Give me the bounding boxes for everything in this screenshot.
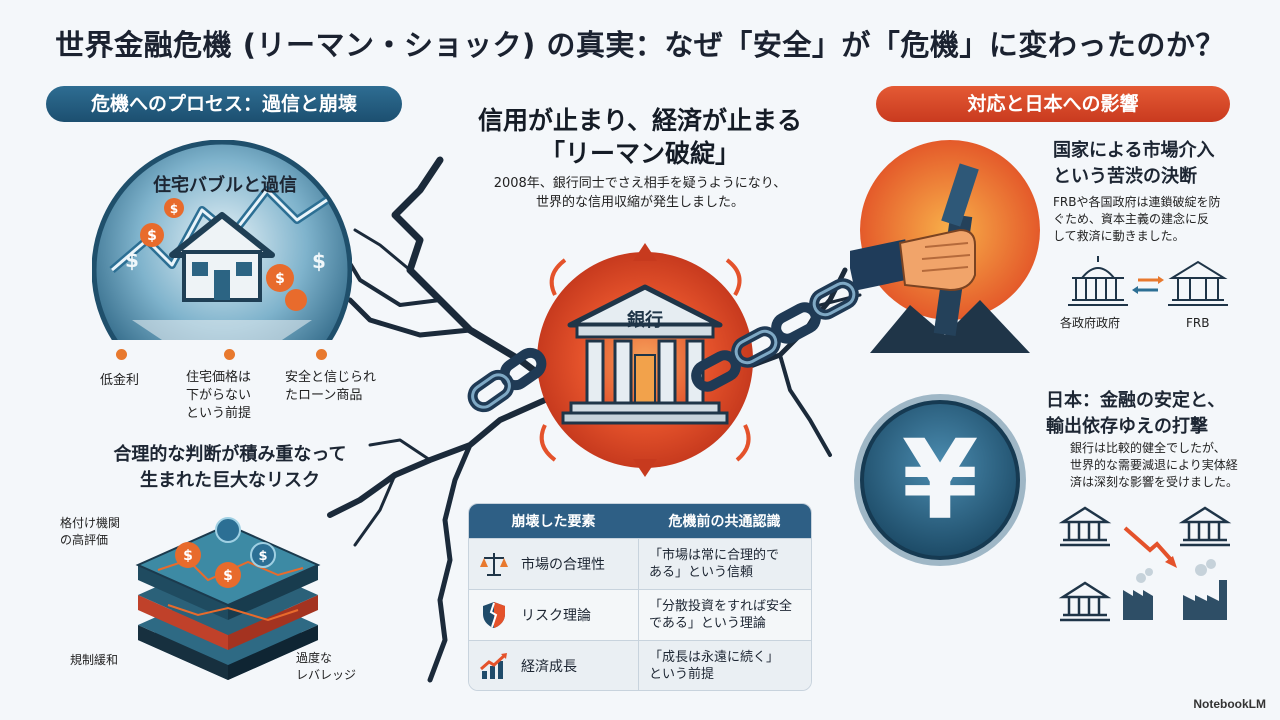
table-cell-element-text: 経済成長 bbox=[521, 659, 577, 675]
risk-label-rating-line-2: の高評価 bbox=[60, 533, 109, 547]
government-label: 各政府政府 bbox=[1060, 316, 1121, 330]
svg-text:$: $ bbox=[312, 249, 326, 273]
table-cell-belief: 「市場は常に合理的で ある」という信頼 bbox=[639, 539, 811, 589]
center-heading: 信用が止まり、経済が止まる 「リーマン破綻」 bbox=[430, 104, 850, 170]
svg-text:$: $ bbox=[170, 202, 178, 216]
bank-label: 銀行 bbox=[627, 310, 663, 331]
intervention-heading-line-2: という苦渋の決断 bbox=[1053, 166, 1197, 187]
japan-heading-line-1: 日本：金融の安定と、 bbox=[1046, 390, 1226, 411]
risk-label-rating: 格付け機関 の高評価 bbox=[60, 515, 120, 549]
table-header-element: 崩壊した要素 bbox=[511, 514, 596, 530]
risk-label-leverage-line-1: 過度な bbox=[296, 651, 333, 665]
table-header: 崩壊した要素 危機前の共通認識 bbox=[469, 504, 811, 538]
table-cell-element-text: リスク理論 bbox=[521, 608, 591, 624]
growth-chart-icon bbox=[480, 653, 507, 679]
belief-line-1: 「市場は常に合理的で bbox=[649, 548, 780, 563]
yen-coin-illustration bbox=[854, 394, 1026, 566]
belief-line-2: という前提 bbox=[649, 667, 715, 682]
factor-dot-1 bbox=[116, 349, 127, 360]
svg-text:$: $ bbox=[258, 549, 267, 564]
table-cell-belief: 「分散投資をすれば安全 である」という理論 bbox=[639, 590, 811, 640]
page-title: 世界金融危機 (リーマン・ショック) の真実：なぜ「安全」が「危機」に変わったの… bbox=[55, 28, 1225, 62]
svg-text:$: $ bbox=[223, 568, 233, 584]
table-header-belief: 危機前の共通認識 bbox=[668, 514, 781, 530]
japan-description-line-1: 銀行は比較的健全でしたが、 bbox=[1070, 441, 1226, 455]
factor-safe-loans-line-2: たローン商品 bbox=[285, 388, 363, 403]
factor-low-interest: 低金利 bbox=[100, 373, 140, 388]
table-row: 経済成長 「成長は永遠に続く」 という前提 bbox=[469, 640, 811, 690]
intervention-description-line-2: ぐため、資本主義の建念に反 bbox=[1053, 212, 1210, 226]
table-row: リスク理論 「分散投資をすれば安全 である」という理論 bbox=[469, 589, 811, 640]
risk-label-rating-line-1: 格付け機関 bbox=[60, 516, 121, 530]
factor-housing-price: 住宅価格は 下がらない という前提 bbox=[186, 369, 251, 423]
japan-heading-line-2: 輸出依存ゆえの打撃 bbox=[1046, 416, 1208, 437]
risk-label-deregulation: 規制緩和 bbox=[70, 653, 119, 667]
svg-text:$: $ bbox=[183, 548, 193, 564]
left-section-header: 危機へのプロセス：過信と崩壊 bbox=[46, 86, 402, 122]
bank-collapse-illustration bbox=[537, 243, 753, 477]
collapse-comparison-table: 崩壊した要素 危機前の共通認識 市場の合理性 「市場は常に合理的で ある」という… bbox=[468, 503, 812, 691]
factor-housing-price-line-2: 下がらない bbox=[186, 388, 252, 403]
scales-icon bbox=[480, 553, 508, 576]
center-heading-line-2: 「リーマン破綻」 bbox=[539, 139, 740, 168]
intervention-heading-line-1: 国家による市場介入 bbox=[1053, 140, 1215, 161]
risk-heading-line-2: 生まれた巨大なリスク bbox=[140, 470, 320, 491]
factor-safe-loans-line-1: 安全と信じられ bbox=[285, 370, 377, 385]
frb-label: FRB bbox=[1186, 316, 1210, 330]
japan-heading: 日本：金融の安定と、 輸出依存ゆえの打撃 bbox=[1046, 388, 1225, 440]
belief-line-2: ある」という信頼 bbox=[649, 565, 754, 580]
intervention-description-line-3: して救済に動きました。 bbox=[1053, 229, 1185, 243]
japan-description-line-3: 済は深刻な影響を受けました。 bbox=[1070, 475, 1239, 489]
risk-heading-line-1: 合理的な判断が積み重なって bbox=[113, 444, 347, 465]
government-frb-illustration bbox=[1068, 256, 1228, 306]
center-description-line-1: 2008年、銀行同士でさえ相手を疑うようになり、 bbox=[493, 176, 787, 191]
intervention-hand-illustration bbox=[850, 140, 1040, 353]
footer-brand: NotebookLM bbox=[1193, 697, 1266, 711]
table-cell-element: 経済成長 bbox=[469, 641, 639, 690]
factor-dot-3 bbox=[316, 349, 327, 360]
svg-text:$: $ bbox=[147, 228, 157, 244]
risk-heading: 合理的な判断が積み重なって 生まれた巨大なリスク bbox=[90, 442, 370, 494]
center-description: 2008年、銀行同士でさえ相手を疑うようになり、 世界的な信用収縮が発生しました… bbox=[460, 174, 820, 212]
right-section-header: 対応と日本への影響 bbox=[876, 86, 1230, 122]
yen-symbol: ¥ bbox=[901, 416, 979, 544]
belief-line-2: である」という理論 bbox=[649, 616, 766, 631]
table-cell-element-text: 市場の合理性 bbox=[521, 557, 605, 573]
risk-label-leverage-line-2: レバレッジ bbox=[296, 668, 357, 682]
japan-description: 銀行は比較的健全でしたが、 世界的な需要減退により実体経 済は深刻な影響を受けま… bbox=[1070, 440, 1238, 491]
table-cell-element: 市場の合理性 bbox=[469, 539, 639, 589]
table-row: 市場の合理性 「市場は常に合理的で ある」という信頼 bbox=[469, 538, 811, 589]
risk-label-leverage: 過度な レバレッジ bbox=[296, 650, 356, 684]
factor-housing-price-line-3: という前提 bbox=[186, 406, 252, 421]
factor-housing-price-line-1: 住宅価格は bbox=[186, 370, 252, 385]
center-heading-line-1: 信用が止まり、経済が止まる bbox=[477, 106, 802, 135]
intervention-heading: 国家による市場介入 という苦渋の決断 bbox=[1053, 138, 1214, 190]
factor-dot-2 bbox=[224, 349, 235, 360]
japan-description-line-2: 世界的な需要減退により実体経 bbox=[1070, 458, 1238, 472]
belief-line-1: 「分散投資をすれば安全 bbox=[649, 599, 793, 614]
table-cell-belief: 「成長は永遠に続く」 という前提 bbox=[639, 641, 811, 690]
risk-stack-illustration: $ $ $ bbox=[135, 517, 321, 680]
bubble-label: 住宅バブルと過信 bbox=[153, 175, 297, 196]
broken-shield-icon bbox=[483, 602, 505, 628]
belief-line-1: 「成長は永遠に続く」 bbox=[649, 650, 780, 665]
table-cell-element: リスク理論 bbox=[469, 590, 639, 640]
broken-chain-illustration bbox=[467, 278, 859, 413]
svg-text:$: $ bbox=[125, 248, 139, 272]
factor-safe-loans: 安全と信じられ たローン商品 bbox=[285, 369, 376, 405]
svg-text:$: $ bbox=[275, 271, 285, 287]
center-description-line-2: 世界的な信用収縮が発生しました。 bbox=[535, 195, 744, 210]
japan-economy-illustration bbox=[1058, 506, 1232, 622]
housing-bubble-illustration: $ $ $ $ $ bbox=[92, 140, 352, 340]
intervention-description-line-1: FRBや各国政府は連鎖破綻を防 bbox=[1053, 195, 1221, 209]
intervention-description: FRBや各国政府は連鎖破綻を防 ぐため、資本主義の建念に反 して救済に動きました… bbox=[1053, 194, 1220, 245]
